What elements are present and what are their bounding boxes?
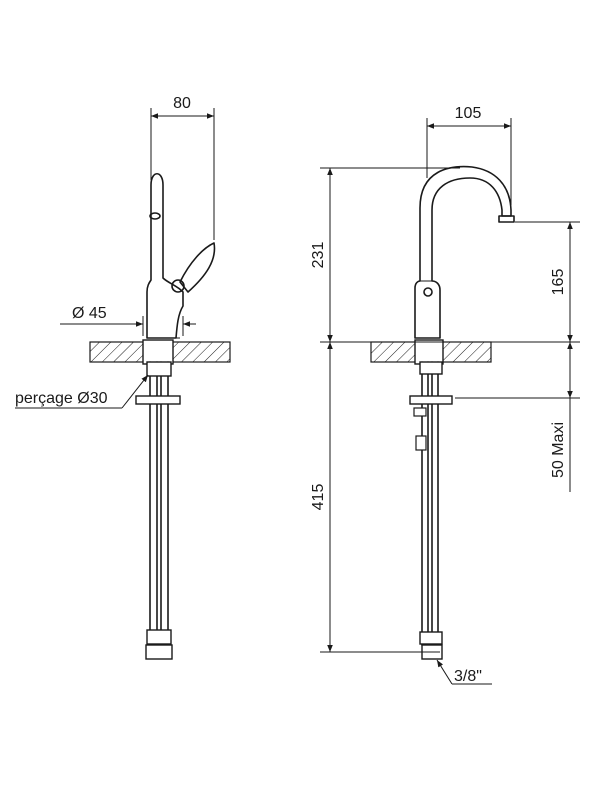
svg-text:105: 105 [455, 105, 482, 122]
dim-hose-length: 415 [310, 342, 333, 652]
svg-text:Ø 45: Ø 45 [72, 305, 107, 322]
dim-connection: 3/8" [436, 659, 492, 685]
mounting-shank-right [414, 339, 444, 365]
dim-base-diameter: Ø 45 [60, 305, 196, 336]
svg-text:perçage Ø30: perçage Ø30 [15, 390, 108, 407]
svg-text:231: 231 [310, 242, 327, 269]
dim-side-reach: 80 [150, 95, 215, 240]
svg-text:165: 165 [550, 269, 567, 296]
lever-handle [179, 242, 216, 293]
dim-counter-thickness: 50 Maxi [550, 342, 573, 492]
mounting-shank-left [142, 339, 174, 365]
dim-front-reach: 105 [426, 105, 512, 205]
supply-hoses-right [409, 361, 453, 660]
svg-text:415: 415 [310, 484, 327, 511]
dim-outlet-height: 165 [550, 222, 573, 342]
dim-body-height: 231 [310, 168, 333, 342]
lever-pivot [171, 279, 185, 293]
svg-text:3/8": 3/8" [454, 668, 482, 685]
front-view: 105 231 415 165 50 Maxi [310, 105, 580, 685]
supply-hoses-left [135, 361, 181, 660]
side-view: 80 Ø 45 perçage Ø30 [15, 95, 231, 660]
svg-text:80: 80 [173, 95, 191, 112]
dim-drilling: perçage Ø30 [15, 374, 149, 409]
svg-text:50 Maxi: 50 Maxi [550, 422, 567, 478]
faucet-body-right [414, 165, 515, 339]
faucet-body-left [146, 172, 184, 339]
